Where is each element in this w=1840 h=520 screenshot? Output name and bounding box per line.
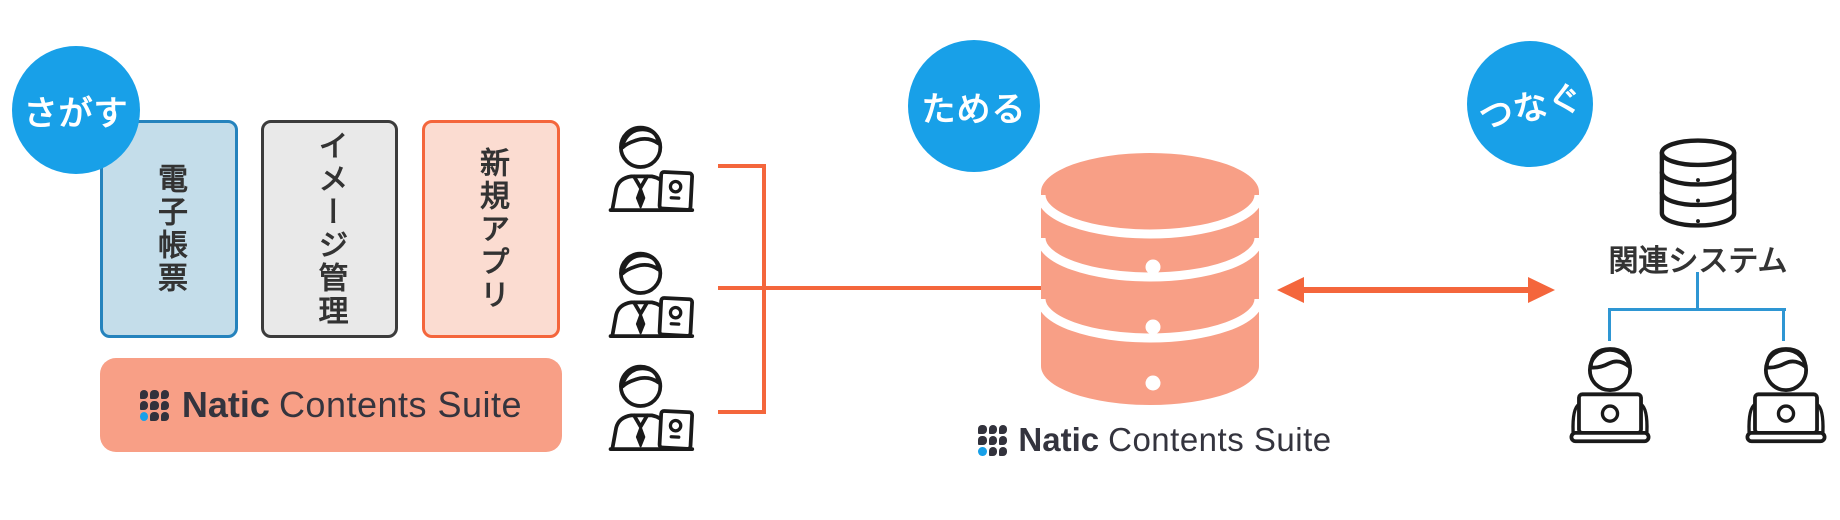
connector-blue-drop-left	[1608, 308, 1611, 341]
external-user-laptop-icon	[1744, 344, 1828, 453]
product-card-image-management-label: イメージ管理	[313, 130, 347, 328]
connector-blue-drop-right	[1782, 308, 1785, 341]
step-badge-store-label: ためる	[921, 90, 1027, 129]
step-badge-connect: つなぐ	[1467, 41, 1593, 167]
connector-orange-top	[718, 164, 766, 168]
product-card-electronic-forms: 電子帳票	[100, 120, 238, 338]
brand-name-bold: Natic	[181, 384, 270, 425]
related-system-database-icon	[1657, 137, 1739, 236]
external-user-laptop-icon	[1568, 344, 1652, 453]
connector-orange-bottom	[718, 410, 766, 414]
brand-name-rest: Contents Suite	[278, 384, 523, 425]
connector-blue-stem	[1696, 272, 1699, 309]
product-card-image-management: イメージ管理	[261, 120, 398, 338]
product-card-electronic-forms-label: 電子帳票	[153, 163, 186, 295]
brand-name-bold: Natic	[1018, 421, 1100, 458]
user-laptop-icon	[603, 247, 697, 344]
step-badge-connect-label: つなぐ	[1475, 77, 1587, 137]
natic-logo-icon	[978, 424, 1008, 456]
step-badge-search-label: さがす	[23, 94, 129, 133]
repository-database-icon	[1036, 153, 1264, 410]
user-laptop-icon	[603, 360, 697, 457]
step-badge-search: さがす	[12, 46, 140, 174]
user-laptop-icon	[603, 121, 697, 218]
product-card-new-app: 新規アプリ	[422, 120, 560, 338]
step-badge-store: ためる	[908, 40, 1040, 172]
brand-name-rest: Contents Suite	[1108, 421, 1332, 458]
connector-blue-horizontal	[1608, 308, 1786, 311]
natic-logo-icon	[139, 389, 169, 421]
product-card-new-app-label: 新規アプリ	[475, 146, 508, 312]
bidirectional-arrow-icon	[1277, 275, 1555, 310]
connector-orange-main	[718, 286, 1042, 290]
